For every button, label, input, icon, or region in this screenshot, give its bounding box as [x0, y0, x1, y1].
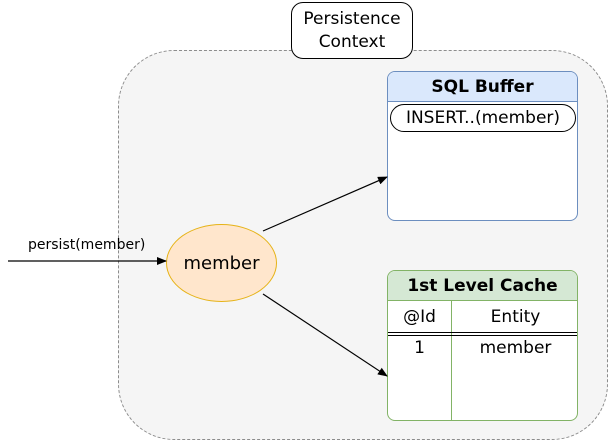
- persistence-context-title: Persistence Context: [291, 2, 413, 59]
- cache-column-header-entity: Entity: [490, 307, 541, 327]
- sql-buffer-title: SQL Buffer: [388, 72, 577, 102]
- cache-title: 1st Level Cache: [388, 271, 577, 301]
- arrow-to-sql-buffer: [262, 176, 388, 232]
- cache-row-id: 1: [414, 338, 425, 358]
- arrow-to-cache: [262, 293, 388, 377]
- sql-buffer-box: SQL Buffer INSERT..(member): [387, 71, 578, 221]
- context-title-line2: Context: [318, 31, 386, 52]
- member-node-label: member: [183, 252, 260, 274]
- member-entity-node: member: [166, 224, 277, 302]
- cache-column-header-id: @Id: [403, 307, 436, 327]
- sql-buffer-entry: INSERT..(member): [390, 104, 576, 132]
- cache-header-divider: [388, 332, 577, 333]
- cache-column-divider: [451, 301, 452, 420]
- context-title-line1: Persistence: [303, 8, 401, 29]
- persist-call-label: persist(member): [28, 237, 146, 253]
- cache-row-entity: member: [479, 338, 552, 358]
- first-level-cache-table: 1st Level Cache @Id Entity 1 member: [387, 270, 578, 421]
- cache-header-divider-double: [388, 335, 577, 336]
